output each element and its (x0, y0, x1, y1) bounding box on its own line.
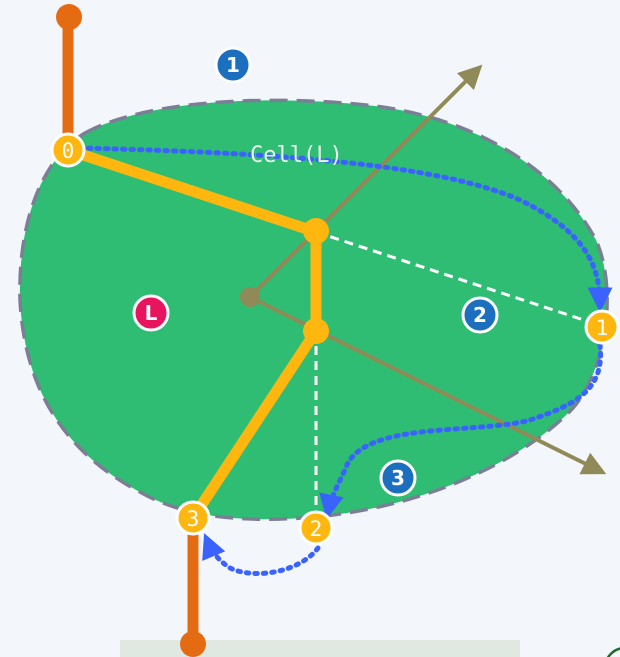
svg-text:3: 3 (187, 507, 200, 531)
cell-label: Cell(L) (250, 143, 343, 168)
orange-path (62, 12, 199, 648)
svg-text:2: 2 (473, 303, 487, 327)
svg-text:1: 1 (226, 53, 240, 77)
footer-strip (120, 640, 520, 657)
svg-text:0: 0 (62, 139, 75, 163)
site-marker-l: L (132, 294, 170, 332)
svg-text:L: L (145, 301, 158, 325)
dotted-arrow-1-to-2 (319, 342, 604, 520)
intersection-point-2: 2 (298, 510, 334, 546)
intersection-point-1: 1 (584, 309, 620, 345)
brown-arrow-upper (248, 64, 483, 299)
region-marker-2: 2 (461, 296, 499, 334)
dashed-line-to-point-1 (315, 230, 603, 328)
dotted-arrow-2-to-3 (202, 533, 321, 576)
svg-text:3: 3 (391, 466, 405, 490)
white-dashed-lines (314, 230, 603, 525)
intersection-point-3: 3 (175, 500, 211, 536)
orange-path-start (56, 4, 82, 30)
yellow-path-vertex-upper (303, 218, 329, 244)
dotted-arrow-0-to-1 (77, 145, 613, 313)
svg-text:2: 2 (310, 517, 323, 541)
corner-circle (606, 647, 620, 657)
yellow-path-vertex-lower (303, 318, 329, 344)
brown-arrow-origin (240, 287, 260, 307)
blue-dotted-arrows (77, 145, 613, 576)
region-marker-3: 3 (379, 459, 417, 497)
svg-text:1: 1 (596, 316, 609, 340)
yellow-path (62, 144, 322, 524)
intersection-point-0: 0 (50, 132, 86, 168)
orange-path-end (180, 631, 206, 657)
region-marker-1: 1 (214, 46, 252, 84)
